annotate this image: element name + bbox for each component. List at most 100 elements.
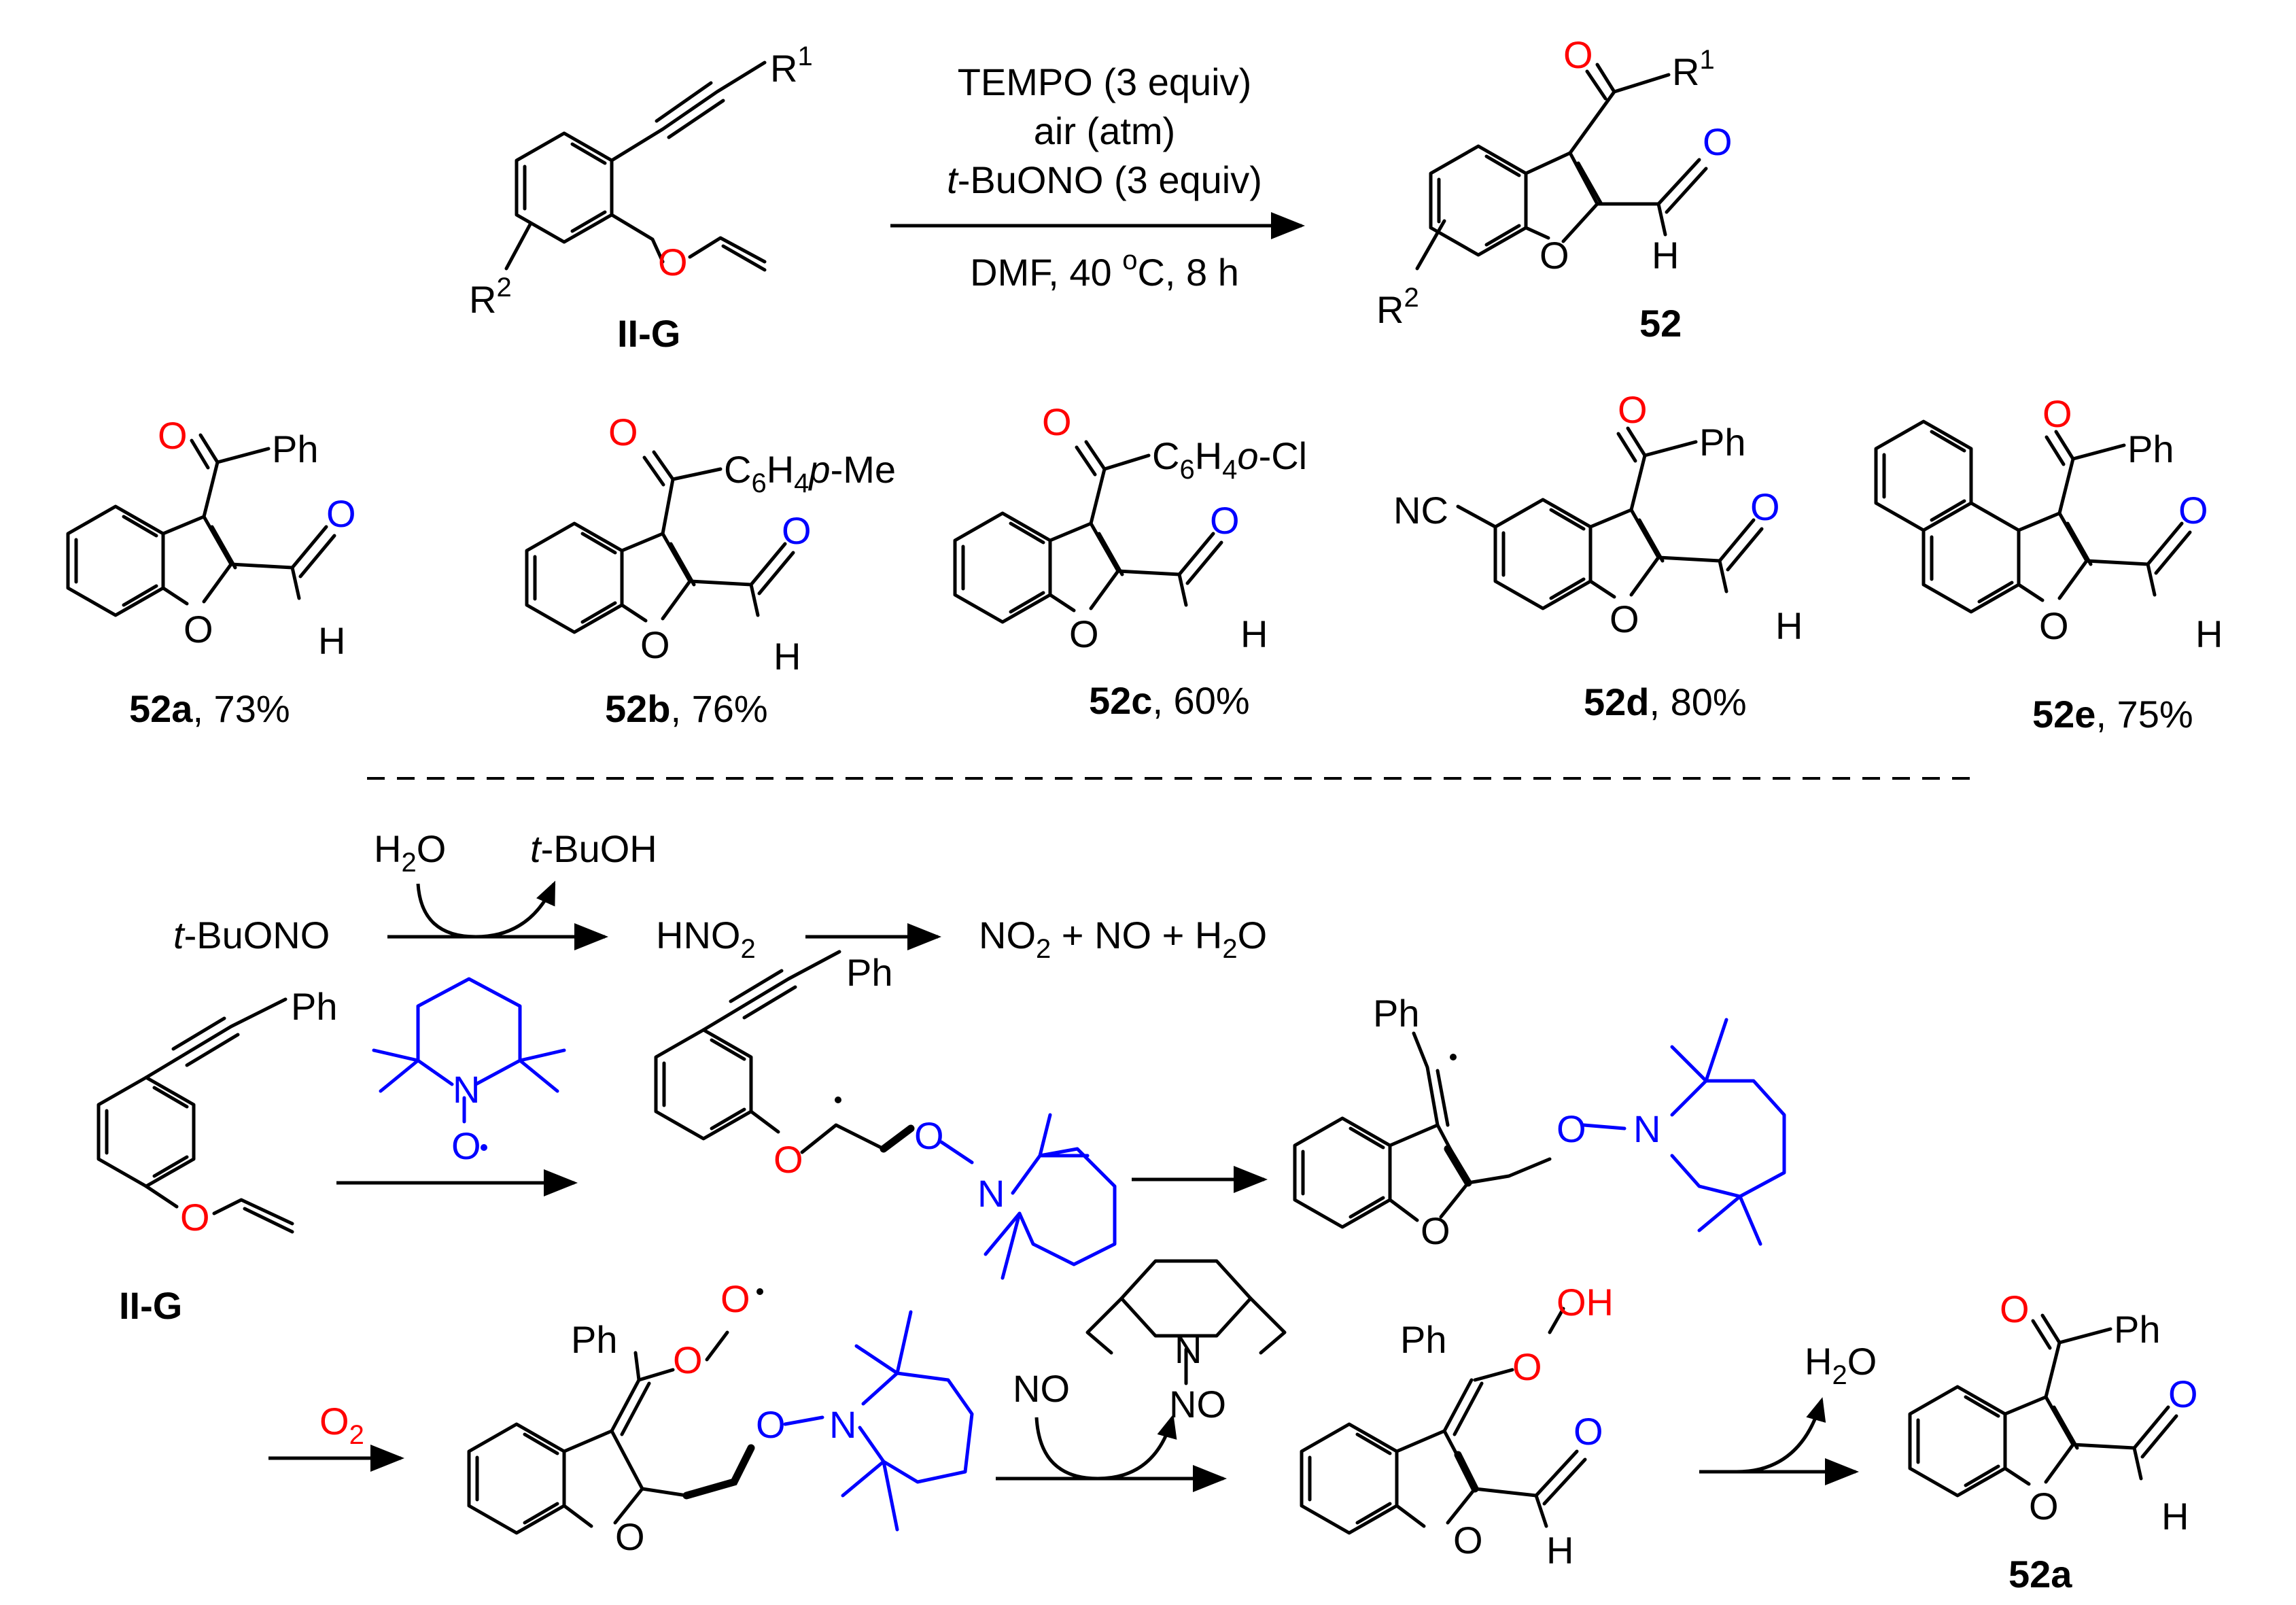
mechanism-reactant: Ph O II-G: [97, 985, 338, 1327]
water-byproduct: H2O: [1805, 1340, 1877, 1390]
product-52e-caption: 52e, 75%: [2032, 693, 2193, 736]
hno2-label: HNO2: [656, 914, 756, 964]
phenyl-label: Ph: [571, 1318, 618, 1361]
aldehyde-oxygen: O: [2178, 489, 2208, 532]
phenyl-label: Ph: [291, 985, 338, 1028]
aminoxyl-nitrogen: N: [829, 1403, 856, 1446]
no-capture-step: NO N NO: [996, 1259, 1287, 1492]
product-52b: O C6H4p-Me O O H 52b, 76%: [525, 411, 896, 730]
product-label: 52: [1639, 302, 1682, 345]
condition-tbuono: t-BuONO (3 equiv): [947, 158, 1262, 201]
no-reagent: NO: [1013, 1367, 1070, 1410]
reaction-conditions: TEMPO (3 equiv) air (atm) t-BuONO (3 equ…: [890, 61, 1305, 294]
water-reagent: H2O: [374, 827, 446, 878]
product-52d: NC O Ph O O H 52d, 80%: [1393, 388, 1803, 723]
peroxyl-oxygen-1: O: [673, 1339, 703, 1381]
phenyl-label: Ph: [2114, 1308, 2161, 1351]
tempo-nitrogen: N: [453, 1068, 480, 1111]
aminoxyl-oxygen: O: [756, 1403, 786, 1446]
aldehyde-hydrogen: H: [1652, 234, 1679, 277]
aldehyde-hydrogen: H: [2195, 612, 2223, 655]
aldehyde-oxygen: O: [2168, 1373, 2198, 1415]
reactant-label: II-G: [617, 312, 680, 355]
phenyl-label: Ph: [846, 951, 893, 994]
furan-oxygen: O: [2029, 1485, 2059, 1528]
radical-intermediate-1: Ph O O N: [654, 950, 1117, 1280]
ketone-oxygen: O: [1618, 388, 1648, 431]
final-product-label: 52a: [2008, 1553, 2072, 1595]
radical-dot: [756, 1288, 763, 1295]
hydroperoxide-intermediate: Ph O OH O O H: [1300, 1281, 1614, 1572]
furan-oxygen: O: [1069, 612, 1099, 655]
product-52c: O C6H4o-Cl O O H 52c, 60%: [953, 400, 1307, 722]
furan-oxygen: O: [2039, 604, 2069, 647]
aldehyde-hydrogen: H: [1240, 612, 1268, 655]
vinyl-radical-intermediate: Ph O O N: [1293, 992, 1786, 1252]
tempo-oxygen-radical: O: [451, 1124, 481, 1167]
product-52b-caption: 52b, 76%: [605, 687, 768, 730]
dehydration-step: H2O: [1699, 1340, 1877, 1485]
tempo-radical: N O: [372, 977, 566, 1167]
final-product-52a: O Ph O O H 52a: [1908, 1288, 2198, 1595]
aldehyde-oxygen: O: [782, 509, 812, 552]
aminoxyl-oxygen: O: [914, 1114, 944, 1157]
radical-dot: [1450, 1054, 1457, 1060]
aldehyde-hydrogen: H: [1546, 1529, 1573, 1572]
aminoxyl-nitrogen: N: [977, 1172, 1005, 1215]
hydroperoxide-oxygen: O: [1512, 1345, 1542, 1388]
furan-oxygen: O: [1540, 234, 1569, 277]
furan-oxygen: O: [1453, 1519, 1483, 1561]
product-52c-caption: 52c, 60%: [1089, 679, 1250, 722]
ketone-oxygen: O: [2000, 1288, 2030, 1330]
reactant-label: II-G: [119, 1284, 182, 1327]
ether-oxygen: O: [658, 241, 688, 283]
ketone-oxygen: O: [2042, 392, 2072, 435]
peroxyl-radical-intermediate: Ph O O O O N: [467, 1277, 974, 1558]
o2-reagent: O2: [319, 1400, 364, 1450]
ketone-oxygen: O: [1563, 33, 1593, 76]
product-52a: O Ph O O H 52a, 73%: [66, 414, 356, 730]
reactant-II-G: R1 O R2 II-G: [469, 41, 813, 355]
radical-dot: [481, 1144, 487, 1151]
r1-label: R1: [770, 41, 813, 90]
product-52e: O Ph O O H 52e, 75%: [1874, 392, 2223, 736]
aldehyde-oxygen: O: [326, 492, 356, 535]
condition-air: air (atm): [1034, 109, 1175, 152]
nitrile-label: NC: [1393, 489, 1448, 532]
curved-arrow-water: [416, 880, 556, 939]
tempo-no-nitroso: NO: [1169, 1383, 1226, 1426]
aldehyde-oxygen: O: [1703, 120, 1733, 163]
condition-solvent-temp: DMF, 40 oC, 8 h: [970, 245, 1239, 294]
tbuono-label: t-BuONO: [173, 914, 330, 956]
ether-oxygen: O: [773, 1138, 803, 1181]
oxygen-trapping: O2: [268, 1400, 404, 1472]
aldehyde-oxygen: O: [1573, 1410, 1603, 1453]
furan-oxygen: O: [615, 1515, 645, 1558]
aryl-label: C6H4p-Me: [724, 448, 896, 498]
aminoxyl-nitrogen: N: [1633, 1107, 1660, 1150]
phenyl-label: Ph: [2127, 428, 2174, 470]
product-52: O R1 O O H R2 52: [1376, 33, 1733, 345]
aldehyde-hydrogen: H: [773, 635, 801, 678]
peroxyl-oxygen-2: O: [720, 1277, 750, 1320]
tbuoh-product: t-BuOH: [530, 827, 657, 870]
ketone-oxygen: O: [158, 414, 188, 457]
phenyl-label: Ph: [1699, 421, 1746, 464]
nitrite-decomposition: H2O t-BuOH t-BuONO HNO2 NO2 + NO + H2O: [173, 827, 1267, 964]
aryl-label: C6H4o-Cl: [1152, 434, 1307, 485]
phenyl-label: Ph: [272, 428, 319, 470]
aldehyde-hydrogen: H: [318, 619, 345, 662]
curved-arrow-no: [1034, 1414, 1177, 1481]
furan-oxygen: O: [1421, 1209, 1450, 1252]
r1-label: R1: [1672, 45, 1715, 93]
condition-tempo: TEMPO (3 equiv): [958, 61, 1252, 103]
radical-dot: [835, 1097, 841, 1103]
furan-oxygen: O: [640, 623, 670, 666]
curved-arrow-water: [1736, 1397, 1826, 1474]
r2-label: R2: [1376, 283, 1419, 331]
phenyl-label: Ph: [1373, 992, 1420, 1035]
hydroperoxide-oh: OH: [1556, 1281, 1614, 1324]
ketone-oxygen: O: [608, 411, 638, 453]
aldehyde-hydrogen: H: [2161, 1495, 2189, 1538]
